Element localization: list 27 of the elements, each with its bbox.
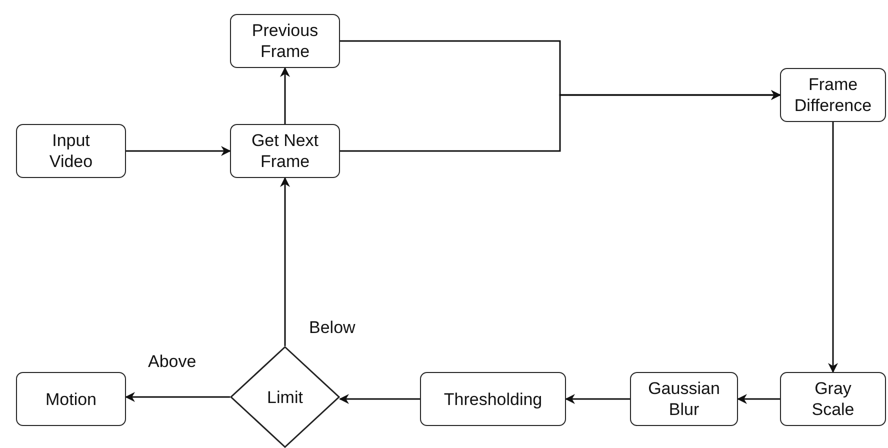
- arrow: [125, 392, 230, 402]
- arrow: [737, 394, 780, 404]
- node-text: Thresholding: [444, 388, 542, 410]
- process-box: [780, 372, 886, 426]
- process-box: [16, 372, 126, 426]
- arrow: [126, 146, 231, 156]
- node-text: Input Video: [48, 130, 94, 172]
- node-text: Gaussian Blur: [647, 378, 721, 420]
- process-box: [780, 68, 886, 122]
- arrow: [280, 67, 290, 124]
- node-text: Previous Frame: [250, 20, 320, 62]
- arrow: [828, 122, 838, 373]
- arrow: [280, 177, 290, 346]
- node-text: Frame Difference: [793, 74, 873, 116]
- node-text: Gray Scale: [810, 378, 856, 420]
- node-text: Limit: [267, 386, 303, 408]
- arrow: [339, 394, 420, 404]
- process-box: [16, 124, 126, 178]
- process-box: [630, 372, 738, 426]
- arrow: [565, 394, 630, 404]
- decision-diamond: [230, 346, 340, 448]
- process-box: [230, 124, 340, 178]
- process-box: [230, 14, 340, 68]
- arrow: [340, 90, 781, 152]
- process-box: [420, 372, 566, 426]
- node-text: Get Next Frame: [250, 130, 320, 172]
- node-text: Motion: [45, 388, 97, 410]
